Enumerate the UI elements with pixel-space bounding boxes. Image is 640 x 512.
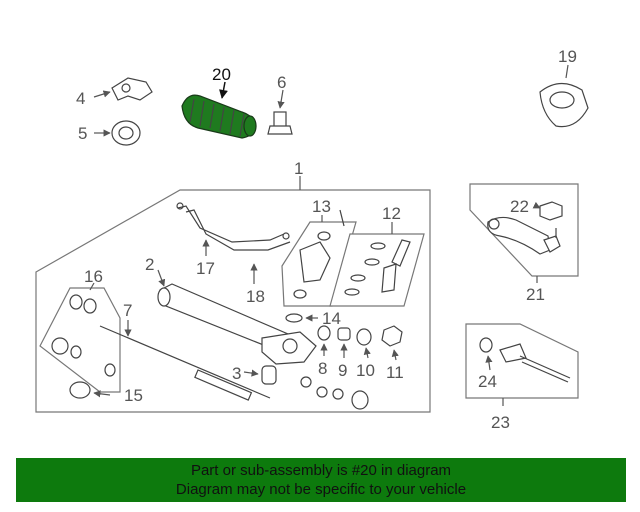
part-16-seal-kit-box[interactable] (39, 282, 121, 393)
part-9-bushing[interactable] (337, 327, 351, 358)
callout-15: 15 (124, 386, 143, 405)
part-11-locknut[interactable] (381, 325, 403, 361)
part-23-tie-rod-box[interactable] (465, 323, 579, 406)
callout-21: 21 (526, 285, 545, 304)
callout-10: 10 (356, 361, 375, 380)
part-20-rack-boot[interactable] (181, 81, 257, 139)
callout-13: 13 (312, 197, 331, 216)
callout-2: 2 (145, 255, 154, 274)
part-3-bushing[interactable] (243, 365, 277, 385)
part-6-bolt[interactable] (267, 89, 293, 135)
part-17-18-feed-lines[interactable] (176, 202, 291, 284)
callout-18: 18 (246, 287, 265, 306)
part-8-seal[interactable] (317, 325, 331, 356)
callout-11: 11 (386, 363, 404, 382)
seal-rings (300, 376, 369, 410)
info-banner: Part or sub-assembly is #20 in diagram D… (16, 458, 626, 502)
callout-4: 4 (76, 89, 85, 108)
callout-12: 12 (382, 204, 401, 223)
banner-line-2: Diagram may not be specific to your vehi… (175, 481, 467, 498)
callout-24: 24 (478, 372, 497, 391)
part-19-dust-seal[interactable] (539, 64, 589, 128)
banner-line-1: Part or sub-assembly is #20 in diagram (190, 462, 452, 479)
part-15-fitting[interactable] (69, 381, 111, 399)
callout-14: 14 (322, 309, 341, 328)
callout-labels: 1 2 3 4 5 6 7 8 9 10 11 12 13 14 15 16 1… (76, 47, 577, 432)
callout-8: 8 (318, 359, 327, 378)
callout-20: 20 (212, 65, 231, 84)
part-5-bushing[interactable] (94, 120, 141, 146)
part-2-housing[interactable] (157, 269, 317, 365)
part-21-tie-rod-end-box[interactable] (469, 183, 579, 283)
part-10-nut[interactable] (356, 328, 372, 359)
part-12-seal-kit-box[interactable] (329, 222, 425, 307)
callout-7: 7 (123, 301, 132, 320)
callout-23: 23 (491, 413, 510, 432)
callout-3: 3 (232, 364, 241, 383)
callout-9: 9 (338, 361, 347, 380)
part-14-o-ring[interactable] (285, 313, 318, 323)
callout-5: 5 (78, 124, 87, 143)
callout-22: 22 (510, 197, 529, 216)
part-4-bracket[interactable] (93, 77, 153, 101)
callout-1: 1 (294, 159, 303, 178)
part-7-rack[interactable] (99, 320, 271, 401)
callout-19: 19 (558, 47, 577, 66)
callout-16: 16 (84, 267, 103, 286)
callout-17: 17 (196, 259, 215, 278)
callout-6: 6 (277, 73, 286, 92)
parts-diagram: 1 2 3 4 5 6 7 8 9 10 11 12 13 14 15 16 1… (35, 47, 589, 432)
